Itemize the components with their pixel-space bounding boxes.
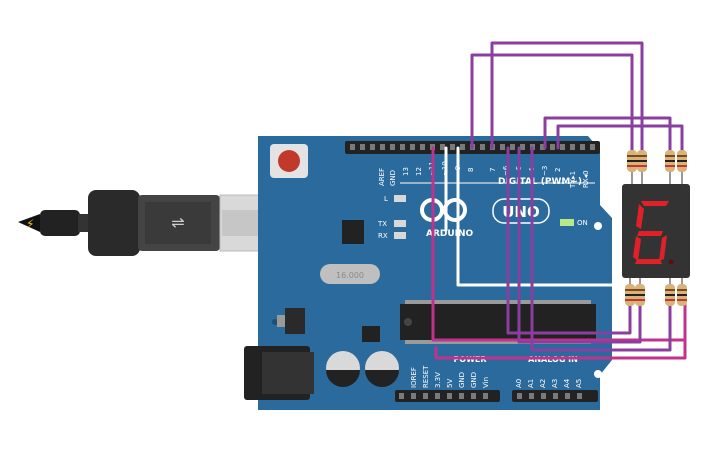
resistors-top[interactable]: [627, 150, 687, 185]
pin-label: A2: [539, 379, 547, 388]
pin-label: TX▸1: [569, 171, 577, 189]
lightning-icon: ⚡: [26, 217, 34, 231]
voltage-regulator: [277, 308, 305, 334]
resistor[interactable]: [677, 150, 687, 185]
usb-icon: ⇌: [171, 213, 184, 232]
pin-label: ~3: [541, 166, 549, 176]
reset-button[interactable]: [270, 144, 308, 178]
pin-label: 3.3V: [434, 372, 442, 388]
pin-label: A0: [515, 379, 523, 388]
wire[interactable]: [517, 146, 642, 344]
pin-label: RESET: [422, 365, 430, 388]
crystal: 16.000: [320, 264, 380, 284]
wire[interactable]: [543, 116, 672, 152]
power-pin-labels: IOREF RESET 3.3V 5V GND GND Vin: [410, 365, 490, 388]
wire[interactable]: [556, 124, 684, 152]
arduino-brand: ARDUINO: [426, 229, 474, 239]
l-label: L: [384, 195, 388, 203]
pin-label: 13: [402, 167, 410, 176]
wires[interactable]: [431, 41, 687, 360]
wire[interactable]: [490, 41, 644, 152]
pin-label: 5V: [446, 379, 454, 388]
atmega-chip: [400, 300, 596, 344]
pin-label: 12: [415, 167, 423, 176]
resistor[interactable]: [625, 278, 635, 306]
usb-cable[interactable]: ⇌: [18, 190, 263, 256]
pin-label: A3: [551, 379, 559, 388]
pin-label: 8: [467, 168, 475, 172]
capacitor: [326, 351, 360, 387]
pin-label: A1: [527, 379, 535, 388]
analog-pin-labels: A0 A1 A2 A3 A4 A5: [515, 378, 583, 388]
pin-label: IOREF: [410, 367, 418, 388]
rx-led: [394, 232, 406, 239]
on-led: [560, 219, 574, 226]
wire[interactable]: [456, 146, 630, 287]
usb-chip: [342, 220, 364, 244]
pin-label: A5: [575, 379, 583, 388]
digit-segments: [633, 201, 669, 264]
pin-label: ~6: [502, 165, 510, 176]
pin-label: A4: [563, 378, 571, 388]
svg-text:16.000: 16.000: [336, 271, 364, 280]
arduino-board[interactable]: AREF GND 13 12 ~11 ~10 ~9 8 7 ~6 ~5 4 ~3…: [244, 136, 612, 410]
bottom-header-pins: [399, 393, 582, 399]
pin-label: AREF: [378, 168, 386, 186]
wire[interactable]: [530, 146, 672, 352]
tx-led: [394, 220, 406, 227]
tx-label: TX: [377, 220, 387, 228]
resistor[interactable]: [637, 150, 647, 185]
resistor[interactable]: [677, 278, 687, 306]
pin-label: GND: [389, 170, 397, 186]
wire[interactable]: [506, 146, 632, 335]
seven-segment-display[interactable]: 6: [622, 184, 690, 278]
decimal-point: [668, 259, 674, 265]
pin-label: Vin: [482, 377, 490, 388]
pin-label: GND: [458, 372, 466, 388]
small-chip: [362, 326, 380, 342]
uno-label: UNO: [502, 203, 540, 221]
pin-label: 7: [489, 168, 497, 172]
l-led: [394, 195, 406, 202]
resistor[interactable]: [665, 278, 675, 306]
resistor[interactable]: [627, 150, 637, 185]
digital-label: DIGITAL (PWM~): [498, 177, 582, 187]
on-label: ON: [577, 219, 588, 227]
pin-label: GND: [470, 372, 478, 388]
wire[interactable]: [434, 298, 687, 360]
rx-label: RX: [378, 232, 388, 240]
pin-label: RX◂0: [582, 170, 590, 188]
resistors-bottom[interactable]: [625, 278, 687, 306]
resistor[interactable]: [665, 150, 675, 185]
dc-power-jack[interactable]: [244, 346, 314, 400]
pin-label: 2: [554, 168, 562, 172]
wire[interactable]: [470, 53, 634, 152]
resistor[interactable]: [635, 278, 645, 306]
capacitor: [365, 351, 399, 387]
